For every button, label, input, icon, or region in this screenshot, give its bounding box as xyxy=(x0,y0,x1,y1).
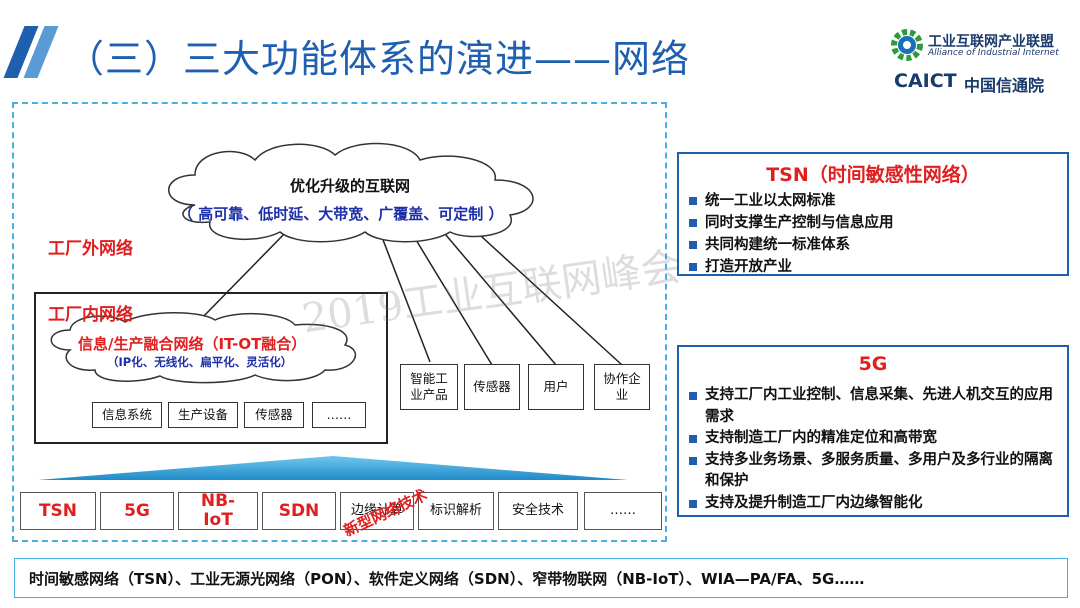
list-item: 支持及提升制造工厂内边缘智能化 xyxy=(689,493,1059,515)
caict-logo: CAICT xyxy=(894,70,957,92)
outer-network-label: 工厂外网络 xyxy=(48,239,133,259)
tsn-panel-list: 统一工业以太网标准 同时支撑生产控制与信息应用 共同构建统一标准体系 打造开放产… xyxy=(689,190,894,278)
tech-box-identifier-resolution: 标识解析 xyxy=(418,492,494,530)
itot-title: 信息/生产融合网络（IT-OT融合） xyxy=(78,335,307,353)
inner-network-label: 工厂内网络 xyxy=(48,305,133,325)
tsn-panel-title: TSN（时间敏感性网络） xyxy=(766,164,980,186)
tsn-panel: TSN（时间敏感性网络） 统一工业以太网标准 同时支撑生产控制与信息应用 共同构… xyxy=(677,152,1069,276)
caict-logo-cn: 中国信通院 xyxy=(964,76,1045,95)
tech-box-tsn: TSN xyxy=(20,492,96,530)
outer-box-sensor: 传感器 xyxy=(464,364,520,410)
aii-logo-cn: 工业互联网产业联盟 xyxy=(928,34,1054,50)
list-item: 共同构建统一标准体系 xyxy=(689,234,894,256)
inner-network-box xyxy=(34,292,388,444)
tech-box-5g: 5G xyxy=(100,492,174,530)
inner-box-more: …… xyxy=(312,402,366,428)
gear-logo-icon xyxy=(891,29,923,61)
tech-box-security: 安全技术 xyxy=(498,492,578,530)
outer-box-user: 用户 xyxy=(528,364,584,410)
inner-box-sensor: 传感器 xyxy=(244,402,304,428)
inner-box-info-system: 信息系统 xyxy=(92,402,162,428)
outer-box-partner: 协作企业 xyxy=(594,364,650,410)
5g-panel: 5G 支持工厂内工业控制、信息采集、先进人机交互的应用需求 支持制造工厂内的精准… xyxy=(677,345,1069,517)
list-item: 打造开放产业 xyxy=(689,256,894,278)
list-item: 同时支撑生产控制与信息应用 xyxy=(689,212,894,234)
tech-box-sdn: SDN xyxy=(262,492,336,530)
5g-panel-title: 5G xyxy=(858,353,888,375)
bottom-summary-bar: 时间敏感网络（TSN）、工业无源光网络（PON）、软件定义网络（SDN）、窄带物… xyxy=(14,558,1068,598)
list-item: 支持制造工厂内的精准定位和高带宽 xyxy=(689,428,1059,450)
cloud-title: 优化升级的互联网 xyxy=(290,177,411,195)
tech-box-nbiot: NB-IoT xyxy=(178,492,258,530)
cloud-subtitle: （ 高可靠、低时延、大带宽、广覆盖、可定制 ） xyxy=(178,205,504,223)
page-title: （三）三大功能体系的演进——网络 xyxy=(66,37,691,81)
tech-box-edge-computing: 边缘计算 xyxy=(340,492,414,530)
outer-box-smart-product: 智能工业产品 xyxy=(400,364,458,410)
list-item: 统一工业以太网标准 xyxy=(689,190,894,212)
list-item: 支持工厂内工业控制、信息采集、先进人机交互的应用需求 xyxy=(689,385,1059,428)
aii-logo-en: Alliance of Industrial Internet xyxy=(928,48,1059,58)
list-item: 支持多业务场景、多服务质量、多用户及多行业的隔离和保护 xyxy=(689,450,1059,493)
itot-subtitle: （IP化、无线化、扁平化、灵活化） xyxy=(107,355,293,369)
diagram-container xyxy=(12,102,667,542)
tech-box-more: …… xyxy=(584,492,662,530)
inner-box-production-equipment: 生产设备 xyxy=(168,402,238,428)
logo-area: 工业互联网产业联盟 Alliance of Industrial Interne… xyxy=(890,28,1070,96)
foundation-triangle xyxy=(38,456,628,480)
5g-panel-list: 支持工厂内工业控制、信息采集、先进人机交互的应用需求 支持制造工厂内的精准定位和… xyxy=(689,385,1059,514)
